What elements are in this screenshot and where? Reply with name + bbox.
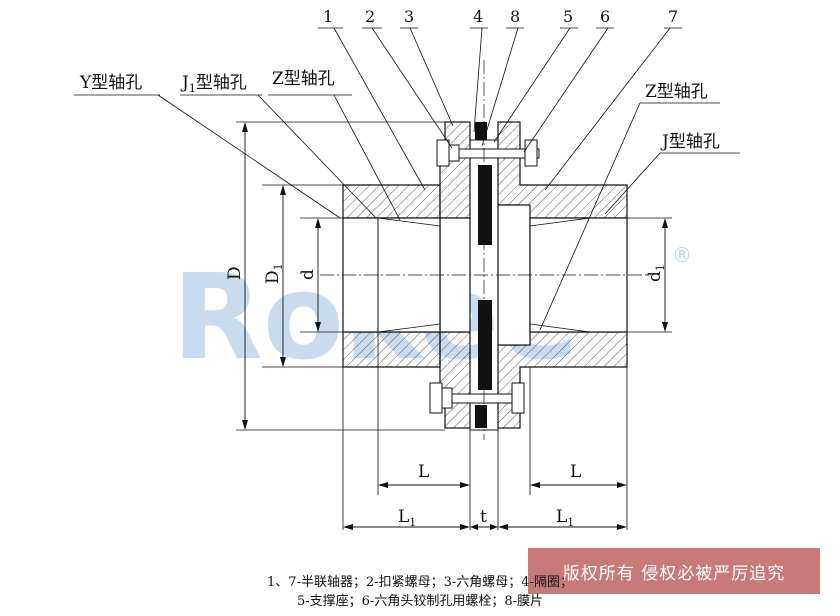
z-type-bore-label-left: Z型轴孔 [272, 69, 335, 89]
registered-mark: ® [672, 243, 692, 267]
part-number-5: 5 [563, 7, 573, 26]
part-number-4: 4 [473, 7, 483, 26]
dimension-L-right: L [570, 462, 581, 482]
part-number-1: 1 [323, 7, 333, 26]
arrowheads [242, 122, 668, 530]
leader-lines [74, 27, 740, 331]
part-number-6: 6 [600, 7, 610, 26]
copyright-stamp-text: 版权所有 侵权必被严厉追究 [562, 563, 786, 584]
dimension-t: t [480, 507, 487, 527]
left-hub [342, 149, 471, 396]
part-number-7: 7 [668, 7, 678, 26]
caption-line-2: 5-支撑座；6-六角头铰制孔用螺栓；8-膜片 [297, 594, 543, 609]
dimension-d: d [298, 269, 318, 280]
dimension-d1: d1 [645, 264, 667, 282]
y-type-bore-label: Y型轴孔 [79, 73, 142, 93]
copyright-stamp: 版权所有 侵权必被严厉追究 [528, 548, 820, 594]
top-bolt [436, 139, 540, 167]
dimension-D: D [225, 266, 245, 280]
z-type-bore-label-right: Z型轴孔 [645, 82, 708, 102]
dimension-L1-left: L1 [398, 507, 416, 529]
j-type-bore-label: J型轴孔 [660, 132, 720, 152]
right-hub [497, 121, 628, 429]
part-number-3: 3 [404, 7, 414, 26]
dimension-L1-right: L1 [556, 507, 574, 529]
part-number-8: 8 [510, 7, 520, 26]
extension-lines [236, 121, 672, 530]
caption-line-1: 1、7-半联轴器；2-扣紧螺母；3-六角螺母；4-隔圈； [267, 575, 573, 590]
part-number-2: 2 [365, 7, 375, 26]
j1-type-bore-label: J1型轴孔 [180, 73, 247, 95]
dimension-L-left: L [418, 462, 429, 482]
bottom-bolt [429, 382, 525, 414]
dimension-lines [244, 125, 666, 528]
centerlines [320, 60, 650, 440]
dimension-D1: D1 [263, 263, 285, 284]
